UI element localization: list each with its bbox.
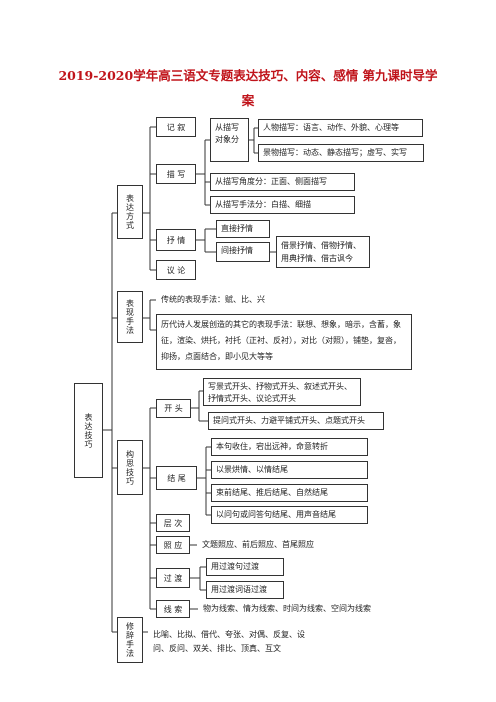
section-label: 修辞手法 xyxy=(125,622,135,658)
node-description: 描 写 xyxy=(156,164,196,184)
node-ending: 结 尾 xyxy=(156,466,197,490)
node-clue: 线 索 xyxy=(156,600,190,618)
node-opening: 开 头 xyxy=(156,399,191,418)
node-narration: 记 叙 xyxy=(156,117,196,137)
node-opening-types-2: 提问式开头、力避平铺式开头、点题式开头 xyxy=(208,412,384,430)
node-argument: 议 论 xyxy=(156,260,196,280)
node-opening-types-1: 写景式开头、抒物式开头、叙述式开头、抒情式开头、议论式开头 xyxy=(203,378,361,406)
node-lyricism: 抒 情 xyxy=(156,229,196,251)
node-structure: 层 次 xyxy=(156,514,190,532)
node-ending-types-1: 本句收住，宕出远神，命意转折 xyxy=(211,438,368,456)
node-indirect-methods: 借景抒情、借物抒情、用典抒情、借古讽今 xyxy=(276,236,370,268)
section-rhetorical-devices: 修辞手法 xyxy=(117,617,143,663)
node-ending-types-2: 以景烘情、以情结尾 xyxy=(211,461,368,479)
node-rhetoric-list: 比喻、比拟、借代、夸张、对偶、反复、设问、反问、双关、排比、顶真、互文 xyxy=(148,625,320,661)
node-ending-types-3: 束前结尾、推后结尾、自然结尾 xyxy=(211,484,368,502)
page-title: 2019-2020学年高三语文专题表达技巧、内容、感情 第九课时导学 xyxy=(58,68,438,83)
section-label: 表达方式 xyxy=(125,194,135,230)
section-expressive-techniques: 表现手法 xyxy=(117,291,143,343)
root-node: 表达技巧 xyxy=(74,383,103,478)
node-character-description: 人物描写：语言、动作、外貌、心理等 xyxy=(258,119,423,137)
node-traditional-techniques: 传统的表现手法：赋、比、兴 xyxy=(156,291,412,309)
node-by-object: 从描写对象分 xyxy=(210,118,249,162)
node-scenery-description: 景物描写：动态、静态描写；虚写、实写 xyxy=(258,144,424,162)
root-label: 表达技巧 xyxy=(84,412,93,449)
node-transition-sentence: 用过渡句过渡 xyxy=(206,558,284,576)
section-expression-methods: 表达方式 xyxy=(117,185,143,239)
section-label: 表现手法 xyxy=(125,299,135,335)
node-transition: 过 渡 xyxy=(156,568,190,588)
node-echo: 照 应 xyxy=(156,536,190,554)
section-label: 构思技巧 xyxy=(125,449,135,486)
node-echo-types: 文题照应、前后照应、首尾照应 xyxy=(197,536,345,554)
section-composition-skills: 构思技巧 xyxy=(117,440,143,495)
node-direct-lyricism: 直接抒情 xyxy=(216,220,270,238)
node-by-technique: 从描写手法分：白描、细描 xyxy=(210,196,355,214)
node-transition-words: 用过渡词语过渡 xyxy=(206,581,284,599)
node-by-angle: 从描写角度分：正面、侧面描写 xyxy=(210,173,355,191)
page-title-continued: 案 xyxy=(241,93,255,108)
node-clue-types: 物为线索、情为线索、时间为线索、空间为线索 xyxy=(198,600,396,618)
node-indirect-lyricism: 间接抒情 xyxy=(216,242,270,262)
node-other-techniques: 历代诗人发展创造的其它的表现手法：联想、想象，暗示，含蓄，象征，渲染、烘托，衬托… xyxy=(156,314,412,370)
node-ending-types-4: 以问句或问答句结尾、用声音结尾 xyxy=(211,506,368,524)
